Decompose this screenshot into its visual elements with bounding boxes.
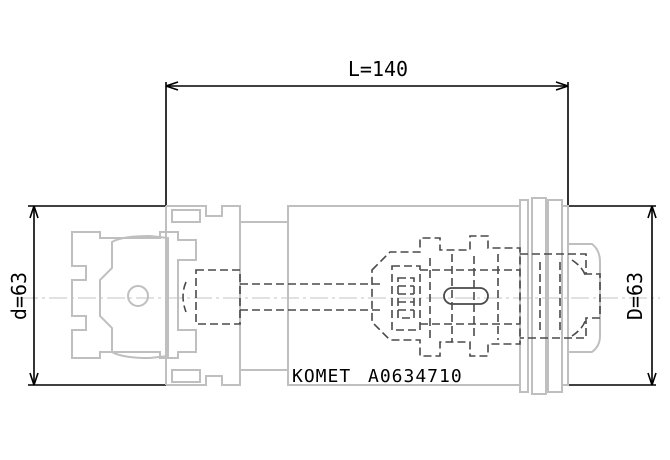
- d-arrow-bottom: [29, 372, 39, 386]
- hidden-lines: [182, 235, 601, 357]
- length-label: L=140: [348, 57, 408, 81]
- collet: [520, 253, 601, 339]
- collet-curves: [571, 259, 587, 337]
- main-body: [287, 205, 521, 386]
- hsk-inner-profile: [99, 234, 169, 360]
- ring-1: [519, 199, 529, 393]
- flange: [166, 205, 241, 386]
- jaw-lines: [429, 254, 499, 342]
- part-marking: KOMET A0634710: [292, 366, 463, 387]
- length-arrow-right: [555, 81, 569, 91]
- clamping-core: [391, 265, 421, 331]
- end-face: [562, 205, 569, 386]
- length-dimension: L=140: [165, 57, 569, 205]
- clamping-unit: [371, 235, 521, 357]
- D-arrow-top: [647, 205, 657, 219]
- brand-label: KOMET: [292, 366, 351, 387]
- jaw-edges: [420, 269, 520, 325]
- drawbar-head: [195, 269, 241, 325]
- drawbar-end: [182, 281, 187, 313]
- neck: [240, 221, 289, 371]
- coolant-hole: [127, 285, 149, 307]
- part-number-label: A0634710: [368, 366, 463, 387]
- collet-segments: [539, 262, 561, 332]
- clamping-screw: [397, 277, 415, 319]
- slot-key: [443, 287, 489, 305]
- tool-holder-outline: [71, 197, 601, 395]
- large-diameter-dimension: D=63: [566, 205, 657, 386]
- flange-slots: [171, 209, 201, 383]
- hsk-taper: [71, 231, 197, 359]
- drawbar-shaft: [240, 283, 380, 311]
- ring-2: [531, 197, 547, 395]
- small-diameter-label: d=63: [7, 272, 31, 320]
- large-diameter-label: D=63: [623, 272, 647, 320]
- d-arrow-top: [29, 205, 39, 219]
- D-arrow-bottom: [647, 372, 657, 386]
- length-arrow-left: [165, 81, 179, 91]
- ring-3: [547, 199, 563, 393]
- screw-threads: [398, 285, 414, 311]
- small-diameter-dimension: d=63: [7, 205, 168, 386]
